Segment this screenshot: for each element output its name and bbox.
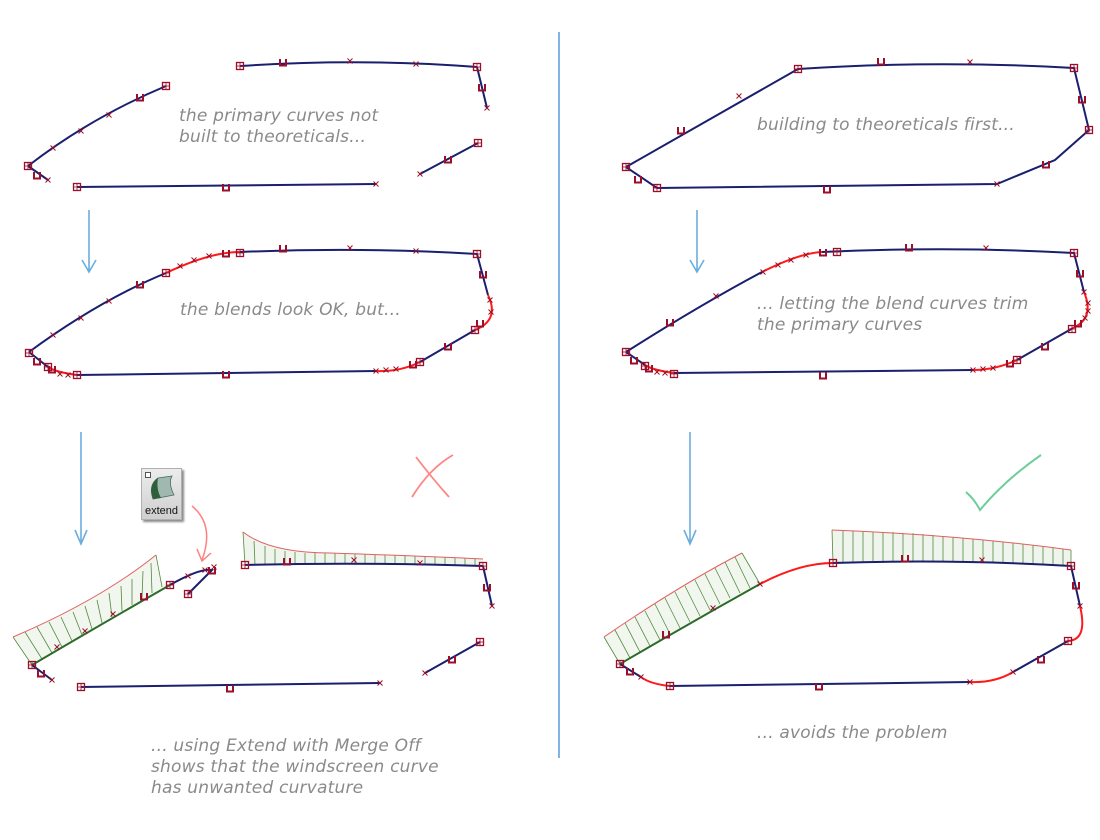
bottom-right-curvature-comb-b	[831, 529, 1072, 565]
caption-bottom-right: ... avoids the problem	[757, 723, 948, 743]
down-arrow-icon	[81, 210, 97, 274]
cross-mark-icon	[411, 454, 454, 498]
down-arrow-icon	[74, 432, 88, 547]
check-mark-icon	[965, 454, 1042, 512]
flow-arrows	[74, 210, 705, 547]
down-arrow-icon	[689, 210, 705, 274]
curved-pointer-arrow-icon	[191, 505, 212, 563]
bottom-right-curves	[619, 560, 1084, 687]
caption-top-right: building to theoreticals first...	[757, 115, 1015, 135]
bottom-left-curvature-comb-b	[242, 531, 484, 567]
extend-tool-button[interactable]: extend	[141, 468, 182, 520]
caption-mid-left: the blends look OK, but...	[180, 300, 401, 320]
bottom-left-curves	[31, 565, 493, 688]
bottom-left-curvature-comb-a	[12, 554, 170, 666]
extend-tool-label: extend	[144, 505, 179, 517]
caption-bottom-left: ... using Extend with Merge Off shows th…	[151, 736, 439, 798]
caption-mid-right: ... letting the blend curves trim the pr…	[757, 294, 1029, 335]
tool-options-indicator	[145, 472, 151, 478]
top-left-primary-curves	[27, 61, 488, 188]
bottom-right-curvature-comb-a	[603, 552, 761, 665]
down-arrow-icon	[683, 432, 697, 547]
caption-top-left: the primary curves not built to theoreti…	[179, 106, 379, 147]
extend-surface-icon	[150, 475, 175, 500]
mid-left-curves	[28, 248, 493, 376]
